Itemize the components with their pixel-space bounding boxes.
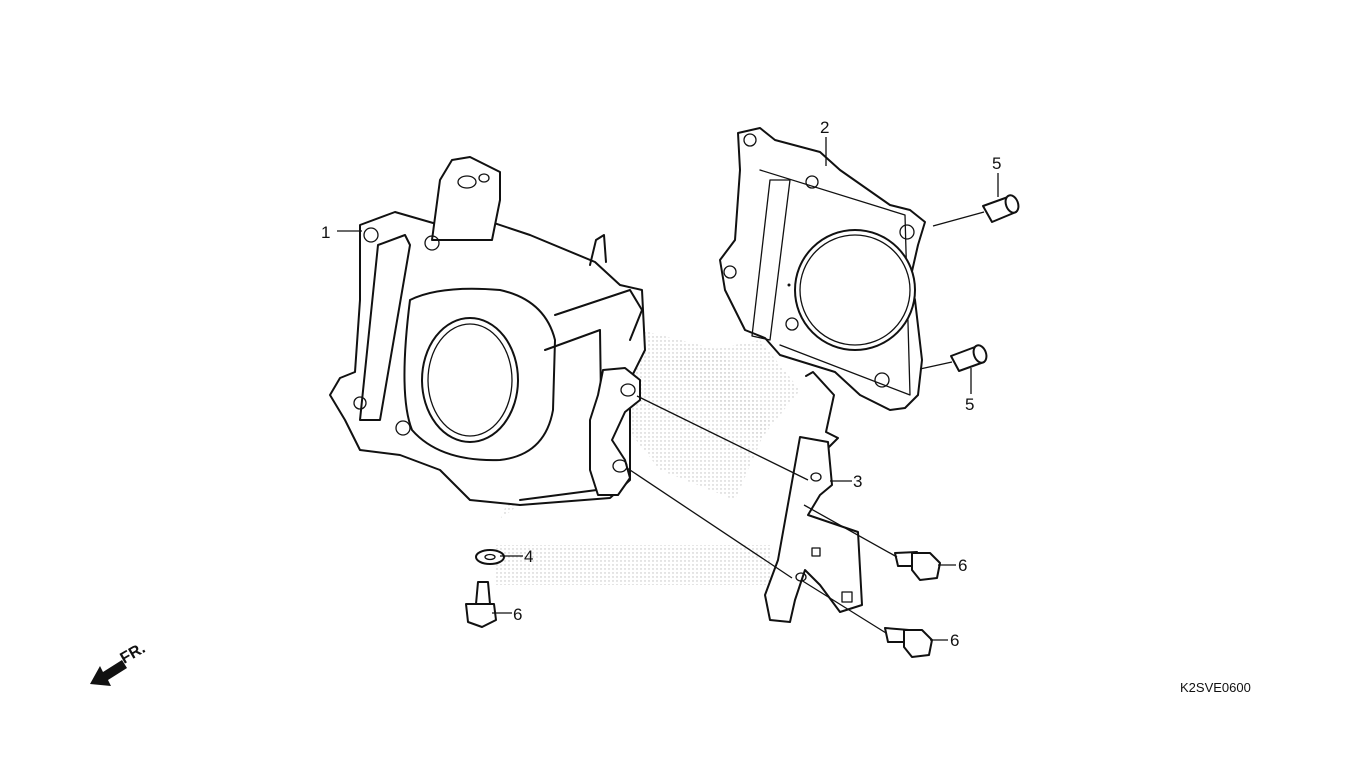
gasket-part: [719, 127, 926, 411]
figure-code: K2SVE0600: [1180, 680, 1251, 695]
callout-bolt-right-lower: 6: [950, 631, 959, 650]
callout-bolt-right-upper: 6: [958, 556, 967, 575]
callout-labels: 1 2 3 4 5 5 6 6 6: [321, 118, 1001, 650]
callout-bracket: 3: [853, 472, 862, 491]
front-direction-indicator: FR.: [90, 640, 148, 686]
bolt-right-upper-part: [894, 551, 941, 581]
callout-dowel-bottom: 5: [965, 395, 974, 414]
bolt-left-part: [465, 581, 497, 628]
callout-washer: 4: [524, 547, 533, 566]
dowel-pin-top: [982, 194, 1020, 223]
callout-gasket: 2: [820, 118, 829, 137]
dowel-pin-bottom: [950, 344, 988, 372]
assembly-lines: [626, 211, 985, 634]
washer-part: [475, 549, 505, 565]
bolt-right-lower-part: [884, 627, 933, 658]
cylinder-part: [329, 156, 646, 506]
arrow-down-left-icon: [90, 660, 127, 686]
callout-cylinder: 1: [321, 223, 330, 242]
callout-dowel-top: 5: [992, 154, 1001, 173]
callout-bolt-left: 6: [513, 605, 522, 624]
callout-leaders: [337, 137, 999, 641]
